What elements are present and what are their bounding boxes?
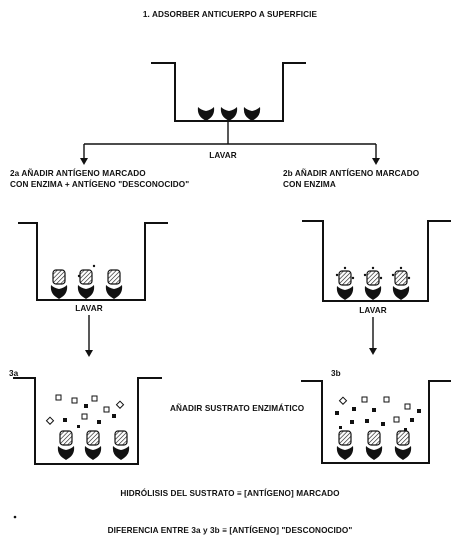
step2a-line2: CON ENZIMA + ANTÍGENO "DESCONOCIDO" xyxy=(10,180,190,189)
antibody-group-step1 xyxy=(197,107,261,121)
wash-label-right: LAVAR xyxy=(359,306,387,315)
branch-arrows xyxy=(83,122,377,160)
antibody-antigen-2b xyxy=(336,270,410,300)
antibody-antigen-3a xyxy=(57,430,130,460)
step1-title: 1. ADSORBER ANTICUERPO A SUPERFICIE xyxy=(142,10,318,19)
arrow-head-3a xyxy=(85,350,93,357)
step2b-line1: 2b AÑADIR ANTÍGENO MARCADO xyxy=(283,169,420,178)
stray-dot xyxy=(13,515,17,519)
arrow-head-right xyxy=(372,158,380,165)
enzyme-marks-2a xyxy=(77,264,96,278)
hydrolysis-label: HIDRÓLISIS DEL SUSTRATO ≡ [ANTÍGENO] MAR… xyxy=(120,489,340,498)
antibody-antigen-3b xyxy=(336,430,412,460)
product-dots-3a xyxy=(63,404,116,428)
well-step1 xyxy=(151,62,306,122)
step2b-line2: CON ENZIMA xyxy=(283,180,336,189)
add-substrate-label: AÑADIR SUSTRATO ENZIMÁTICO xyxy=(170,404,305,413)
enzyme-marks-2b xyxy=(335,266,411,280)
down-arrows xyxy=(88,315,374,352)
step2a-line1: 2a AÑADIR ANTÍGENO MARCADO xyxy=(10,169,146,178)
step3a-label: 3a xyxy=(9,369,19,378)
step3b-label: 3b xyxy=(331,369,341,378)
substrate-particles-3b xyxy=(338,396,411,423)
well-2b xyxy=(302,220,451,302)
product-dots-3b xyxy=(335,407,421,431)
well-3b xyxy=(301,380,451,464)
antibody-antigen-2a xyxy=(50,269,123,299)
wash-label-top: LAVAR xyxy=(209,151,237,160)
wash-label-left: LAVAR xyxy=(75,304,103,313)
arrow-head-left xyxy=(80,158,88,165)
well-3a xyxy=(13,377,162,465)
arrow-head-3b xyxy=(369,348,377,355)
difference-label: DIFERENCIA ENTRE 3a y 3b ≡ [ANTÍGENO] "D… xyxy=(107,526,353,535)
well-2a xyxy=(18,222,168,301)
substrate-particles-3a xyxy=(45,394,125,425)
